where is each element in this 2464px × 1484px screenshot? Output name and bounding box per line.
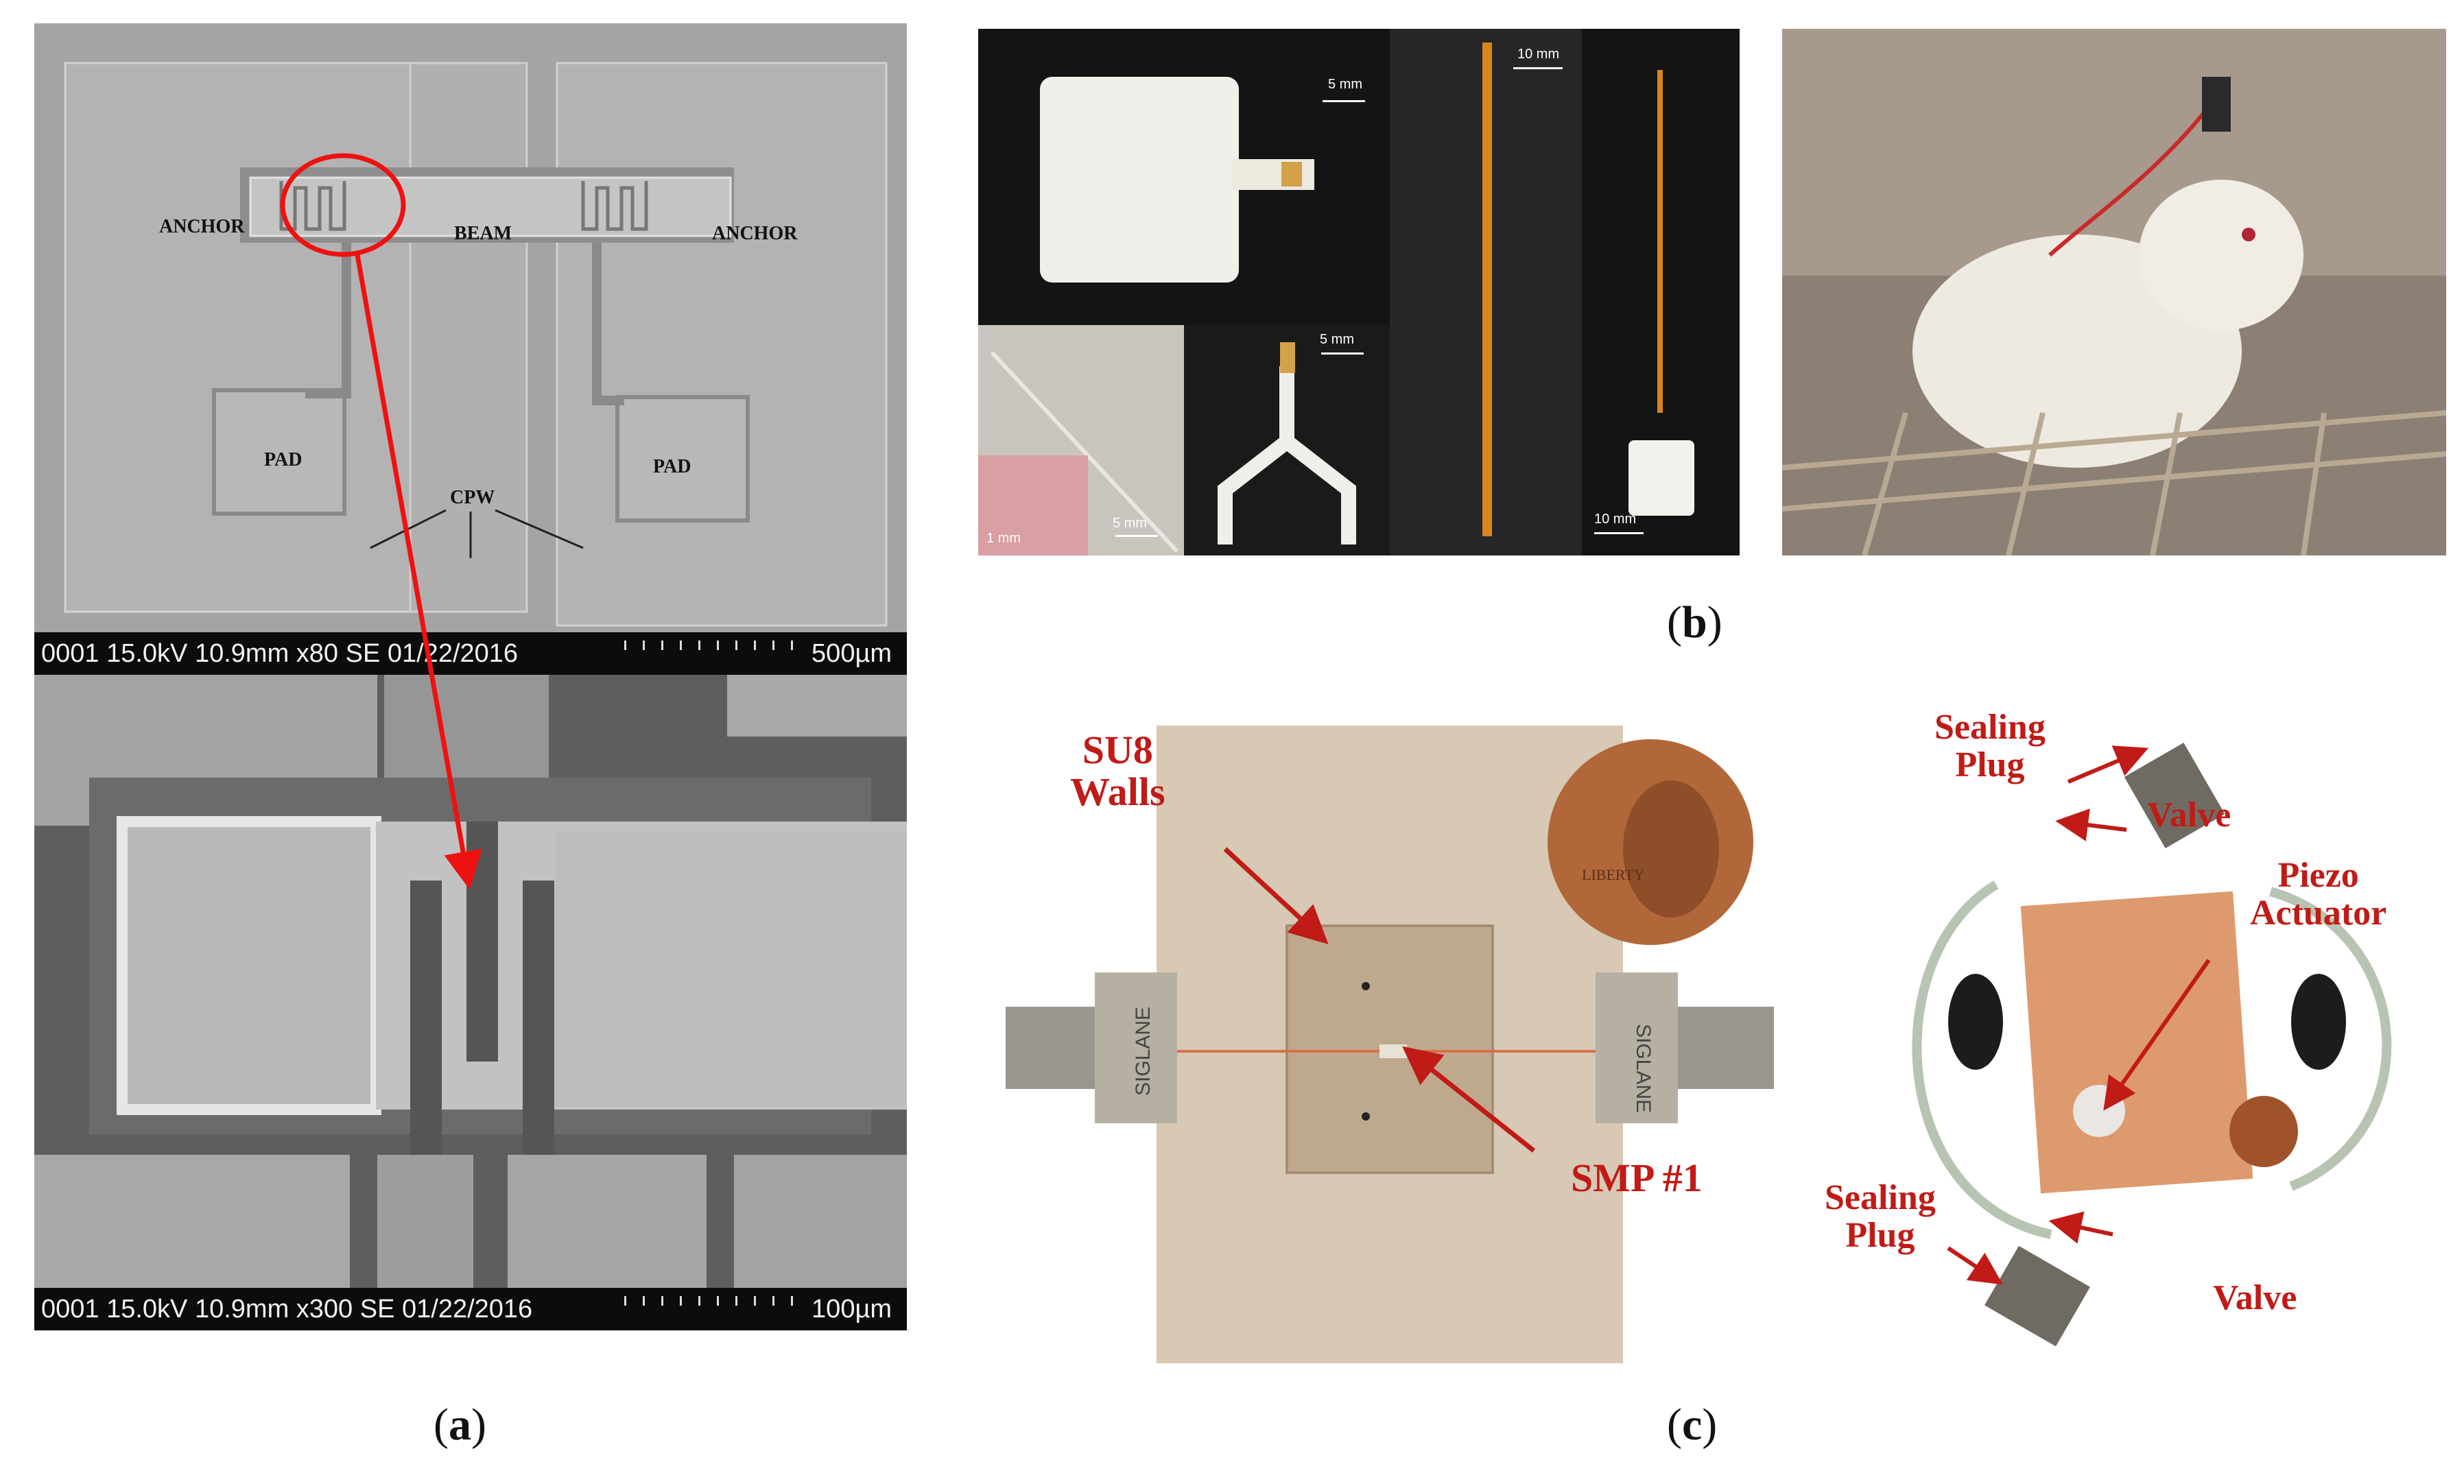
photo-smp-board: LIBERTY SIGLANE SIGLANE [992,712,1801,1370]
photo-cable: 10 mm [1582,29,1740,555]
panel-b-devices: 5 mm 5 mm 1 mm 5 mm 10 mm 10 mm [978,29,1740,555]
highlight-circle [280,153,406,257]
label-pad-left: PAD [264,449,302,470]
label-anchor-right: ANCHOR [712,223,798,244]
photo-rat [1782,29,2446,555]
sem-top-scale: 500µm [812,639,892,668]
label-smp1: SMP #1 [1571,1156,1703,1200]
sem-top-info: 0001 15.0kV 10.9mm x80 SE 01/22/2016 [41,639,519,668]
sem-bottom-info: 0001 15.0kV 10.9mm x300 SE 01/22/2016 [41,1295,533,1324]
label-piezo-actuator: Piezo Actuator [2250,856,2387,933]
caption-b: (b) [1667,597,1722,647]
sem-bottom-scale: 100µm [812,1295,892,1324]
scale-fork: 5 mm [1320,332,1354,347]
caption-a: (a) [434,1400,486,1450]
sem-bottom-info-bar: 0001 15.0kV 10.9mm x300 SE 01/22/2016 10… [34,1288,907,1330]
sem-top-ticks [624,641,809,650]
scale-cable: 10 mm [1594,512,1637,527]
label-sealing-plug-bottom: Sealing Plug [1825,1178,1936,1255]
photo-strip: 10 mm [1390,29,1582,555]
label-beam: BEAM [454,223,512,244]
photo-needle: 5 mm 1 mm [978,325,1184,555]
scale-needle: 5 mm [1113,516,1147,531]
scale-strip: 10 mm [1517,47,1560,62]
label-valve-bottom: Valve [2213,1278,2297,1317]
scale-inset: 1 mm [986,531,1021,546]
label-su8-walls: SU8 Walls [1070,728,1165,814]
photo-square-pad: 5 mm [978,29,1390,325]
sem-top-info-bar: 0001 15.0kV 10.9mm x80 SE 01/22/2016 500… [34,632,907,675]
label-sealing-plug-top: Sealing Plug [1934,708,2046,785]
sem-top-image: ANCHOR BEAM ANCHOR PAD CPW PAD [34,23,907,675]
label-valve-top: Valve [2147,795,2231,835]
label-anchor-left: ANCHOR [159,216,245,237]
panel-a-bottom-sem: 0001 15.0kV 10.9mm x300 SE 01/22/2016 10… [34,675,907,1330]
coin-text: LIBERTY [1582,866,1645,883]
panel-a-top-sem: ANCHOR BEAM ANCHOR PAD CPW PAD 0001 15.0… [34,23,907,675]
label-cpw: CPW [450,487,495,508]
sem-bottom-ticks [624,1296,809,1306]
label-pad-right: PAD [653,456,691,477]
photo-fork: 5 mm [1184,325,1390,555]
connector-text-left: SIGLANE [1132,1007,1154,1096]
photo-piezo-device [1825,706,2456,1365]
connector-text-right: SIGLANE [1632,1024,1655,1113]
caption-c: (c) [1667,1400,1718,1450]
zoom-arrow [354,250,482,890]
scale-pad: 5 mm [1328,77,1362,92]
